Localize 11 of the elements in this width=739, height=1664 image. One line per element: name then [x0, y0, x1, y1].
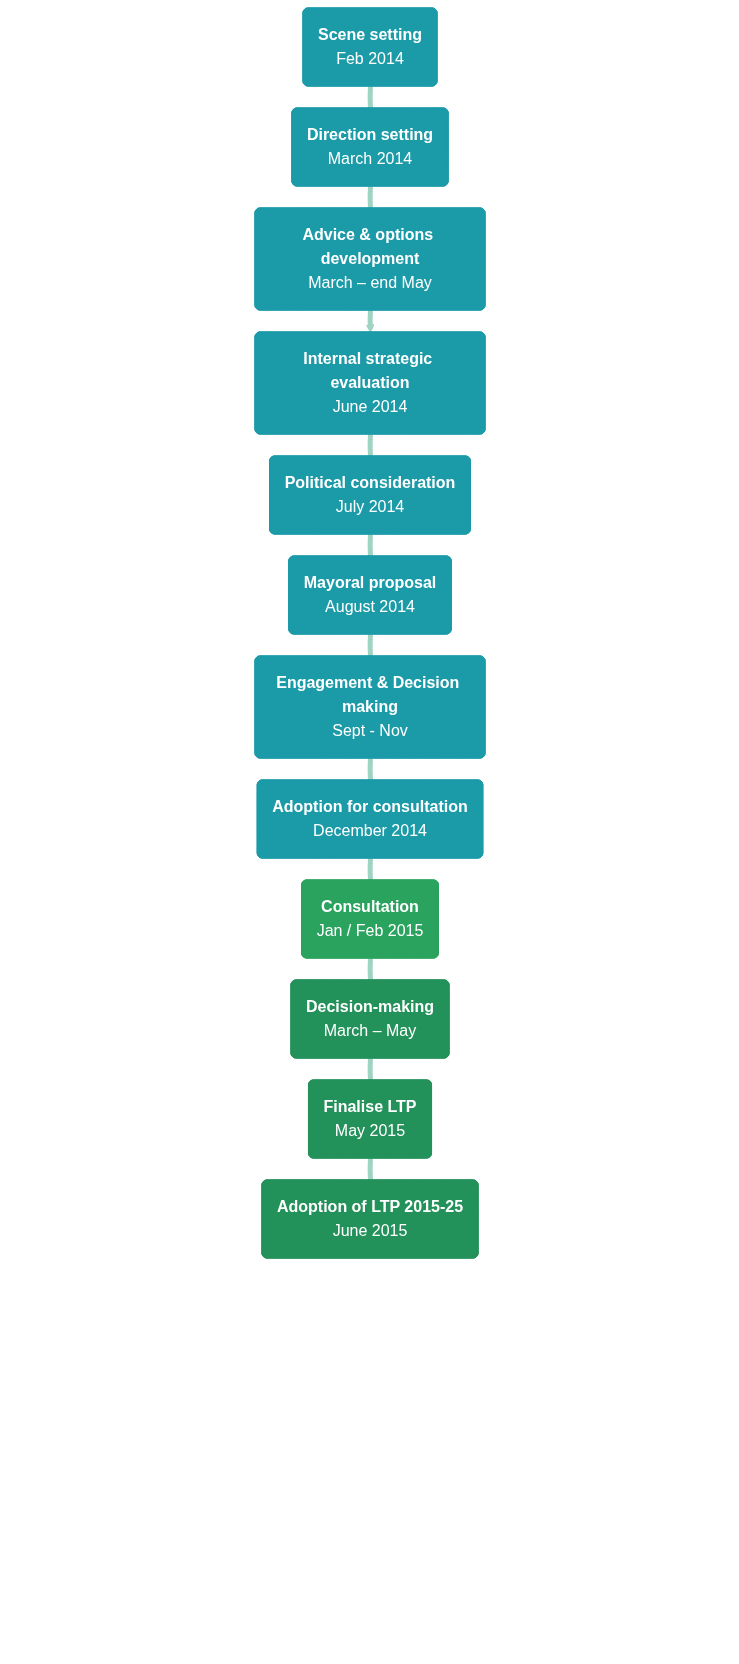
connector	[367, 857, 373, 882]
connector	[367, 1157, 373, 1182]
connector	[367, 757, 373, 782]
connector	[367, 185, 373, 210]
connector	[367, 433, 373, 458]
connector	[367, 1057, 373, 1082]
connector	[367, 533, 373, 558]
connector	[367, 957, 373, 982]
connector	[367, 633, 373, 658]
connector	[367, 85, 373, 110]
arrow	[365, 309, 375, 333]
